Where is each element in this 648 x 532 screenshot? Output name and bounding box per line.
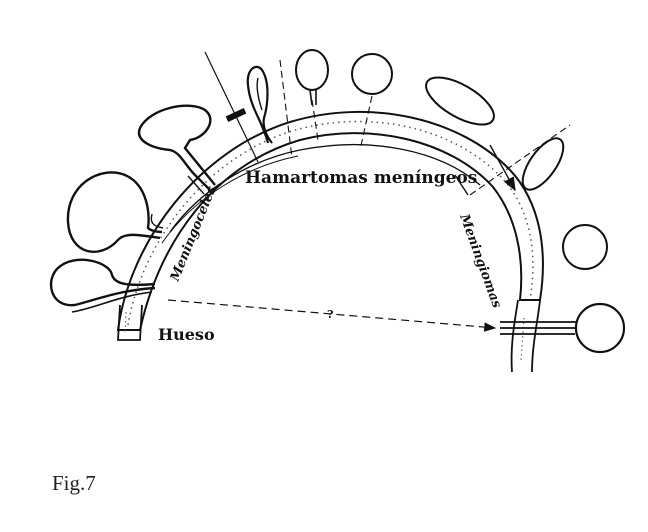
- hamartoma-sac-balloon: [295, 49, 329, 106]
- hamartoma-sac-pear: [246, 65, 273, 144]
- meningocele-sac-3: [137, 104, 216, 195]
- meningioma-circle: [562, 224, 608, 270]
- meningioma-ellipse-2: [521, 137, 565, 191]
- bone-stub-left: [117, 304, 143, 341]
- hamartoma-dash-2: [311, 99, 319, 141]
- meningioma-ellipse-1: [425, 76, 495, 126]
- hamartoma-dash-1: [279, 59, 293, 159]
- long-dashed-arrow: [167, 299, 497, 332]
- label-question: ?: [327, 308, 333, 321]
- hamartoma-sac-round: [351, 53, 393, 95]
- label-hueso: Hueso: [158, 325, 215, 344]
- label-meningiomas: Meningiomas: [456, 211, 504, 310]
- hamartoma-dash-3: [359, 95, 373, 151]
- hamartoma-marker: [225, 108, 247, 122]
- meningocele-sac-1: [49, 258, 156, 313]
- hamartoma-pointer-line: [204, 51, 259, 163]
- migration-arrow: [489, 144, 516, 192]
- meningioma-implant: [500, 302, 626, 354]
- meningocele-sac-2: [66, 171, 164, 254]
- bone-stub-right: [510, 299, 541, 373]
- migration-tick: [454, 174, 469, 196]
- migration-dash-line: [469, 124, 571, 196]
- label-hamartomas: Hamartomas meníngeos: [245, 168, 477, 188]
- figure-caption: Fig.7: [52, 471, 96, 495]
- bone-arch: [116, 111, 544, 331]
